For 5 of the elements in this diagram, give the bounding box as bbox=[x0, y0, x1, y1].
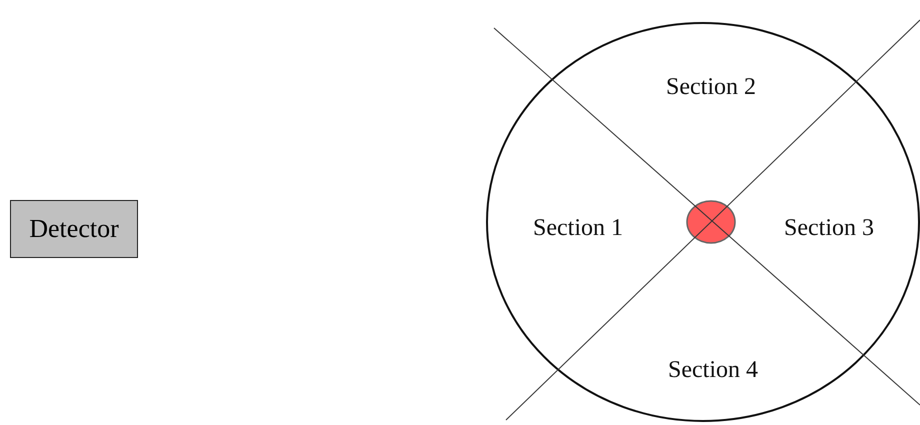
section-label: Section 2 bbox=[666, 74, 756, 100]
section-label: Section 3 bbox=[784, 214, 874, 242]
detector-box: Detector bbox=[10, 200, 138, 258]
section-label: Section 1 bbox=[533, 214, 623, 242]
section-label: Section 4 bbox=[668, 356, 758, 384]
